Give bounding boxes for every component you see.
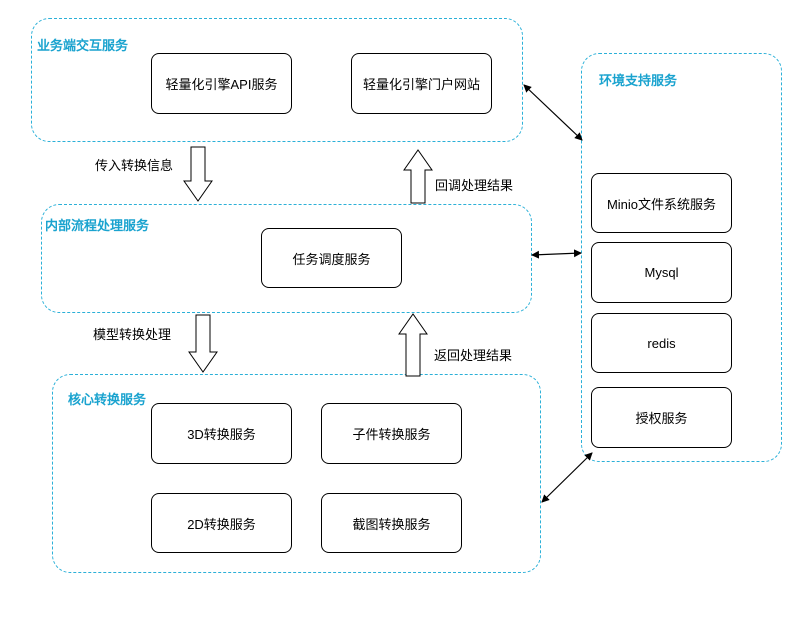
- connector-business-env: [523, 84, 583, 141]
- group-internal-title: 内部流程处理服务: [45, 218, 150, 233]
- node-engine-api[interactable]: 轻量化引擎API服务: [151, 53, 292, 114]
- block-arrow-return-result: [398, 313, 428, 377]
- node-screenshot-conversion[interactable]: 截图转换服务: [321, 493, 462, 553]
- node-engine-portal[interactable]: 轻量化引擎门户网站: [351, 53, 492, 114]
- group-env-title: 环境支持服务: [599, 73, 678, 88]
- block-arrow-callback: [403, 149, 433, 204]
- node-2d-conversion[interactable]: 2D转换服务: [151, 493, 292, 553]
- block-arrow-send-info: [183, 146, 213, 202]
- flow-label-send-info: 传入转换信息: [95, 158, 174, 173]
- block-arrow-model-convert: [188, 314, 218, 373]
- group-core-title: 核心转换服务: [68, 392, 147, 407]
- flow-label-return-result: 返回处理结果: [434, 348, 513, 363]
- node-subpart-conversion[interactable]: 子件转换服务: [321, 403, 462, 464]
- group-business-interaction: [31, 18, 523, 142]
- flow-label-callback: 回调处理结果: [435, 178, 514, 193]
- node-minio[interactable]: Minio文件系统服务: [591, 173, 732, 233]
- connector-internal-env: [531, 249, 582, 259]
- flow-label-model-convert: 模型转换处理: [93, 327, 172, 342]
- node-authorization[interactable]: 授权服务: [591, 387, 732, 448]
- node-mysql[interactable]: Mysql: [591, 242, 732, 303]
- node-task-scheduler[interactable]: 任务调度服务: [261, 228, 402, 288]
- connector-core-env: [541, 452, 593, 503]
- group-core-conversion: [52, 374, 541, 573]
- node-3d-conversion[interactable]: 3D转换服务: [151, 403, 292, 464]
- node-redis[interactable]: redis: [591, 313, 732, 373]
- group-business-title: 业务端交互服务: [37, 38, 129, 53]
